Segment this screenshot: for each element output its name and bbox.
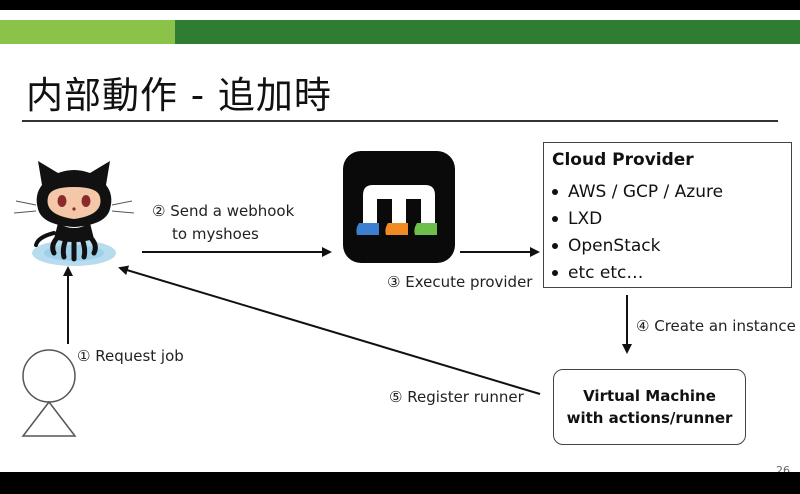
step-send-webhook-label: ② Send a webhook [152,202,295,220]
step-request-job-label: ① Request job [77,347,184,365]
vm-title: Virtual Machine [583,387,716,405]
vm-subtitle: with actions/runner [566,409,733,427]
step-register-runner-label: ⑤ Register runner [389,388,524,406]
title-divider [22,120,778,122]
cloud-provider-list: AWS / GCP / Azure LXD OpenStack etc etc… [552,179,723,287]
slide: 内部動作 - 追加時 [0,10,800,472]
shoe-green [414,223,437,235]
step-send-webhook-label-2: to myshoes [172,225,259,243]
bullet-icon [552,243,558,249]
header-bar-accent [0,20,175,44]
bullet-icon [552,216,558,222]
flow-arrows [63,247,632,395]
myshoes-logo [343,151,455,263]
list-item: etc etc… [552,260,723,287]
cloud-provider-title: Cloud Provider [552,150,694,170]
bullet-icon [552,189,558,195]
shoe-orange [385,223,408,235]
virtual-machine-box: Virtual Machine with actions/runner [553,369,746,445]
step-create-instance-label: ④ Create an instance [636,317,796,335]
step-execute-provider-label: ③ Execute provider [387,273,533,291]
octocat-icon [14,161,134,266]
list-item: OpenStack [552,233,723,260]
bullet-icon [552,270,558,276]
user-icon [21,349,77,437]
slide-title: 内部動作 - 追加時 [26,74,332,117]
shoe-blue [356,223,379,235]
header-bar [175,20,800,44]
arrow-register-runner [118,265,541,395]
cloud-provider-box: Cloud Provider AWS / GCP / Azure LXD Ope… [543,142,792,288]
list-item: LXD [552,206,723,233]
list-item: AWS / GCP / Azure [552,179,723,206]
page-number: 26 [776,464,790,472]
